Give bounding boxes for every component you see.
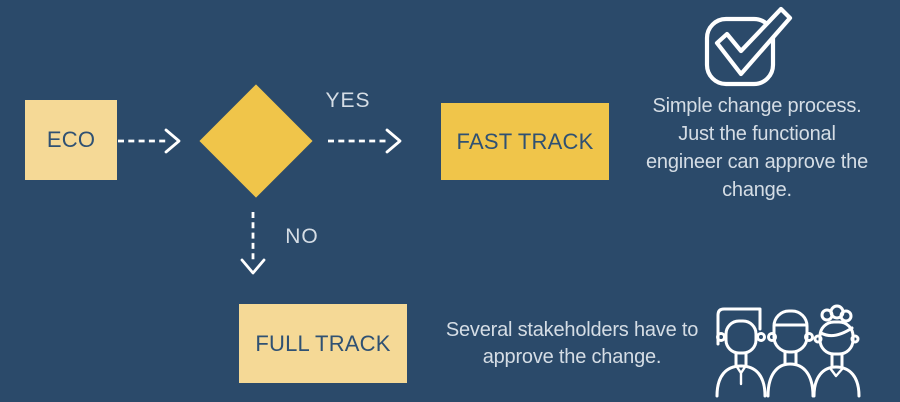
description-line: Just the functional [678, 123, 836, 145]
check-icon [704, 6, 793, 87]
yes-branch-label: YES [325, 89, 371, 112]
description-line: Simple change process. [652, 95, 862, 117]
description-line: change. [722, 179, 792, 201]
description-line: approve the change. [482, 346, 662, 368]
arrow-decision-to-full-track [240, 212, 266, 275]
decision-diamond [199, 84, 313, 198]
description-line: Several stakeholders have to [445, 319, 699, 341]
description-line: engineer can approve the [645, 151, 869, 173]
full-track-description: Several stakeholders have to approve the… [432, 317, 712, 371]
arrow-eco-to-decision [118, 128, 181, 154]
stakeholders-icon [715, 304, 861, 398]
eco-node: ECO [25, 100, 117, 180]
fast-track-description: Simple change process. Just the function… [622, 92, 892, 204]
fast-track-node: FAST TRACK [441, 103, 609, 180]
no-branch-label: NO [285, 225, 319, 248]
full-track-node: FULL TRACK [239, 304, 407, 383]
arrow-decision-to-fast-track [328, 128, 402, 154]
